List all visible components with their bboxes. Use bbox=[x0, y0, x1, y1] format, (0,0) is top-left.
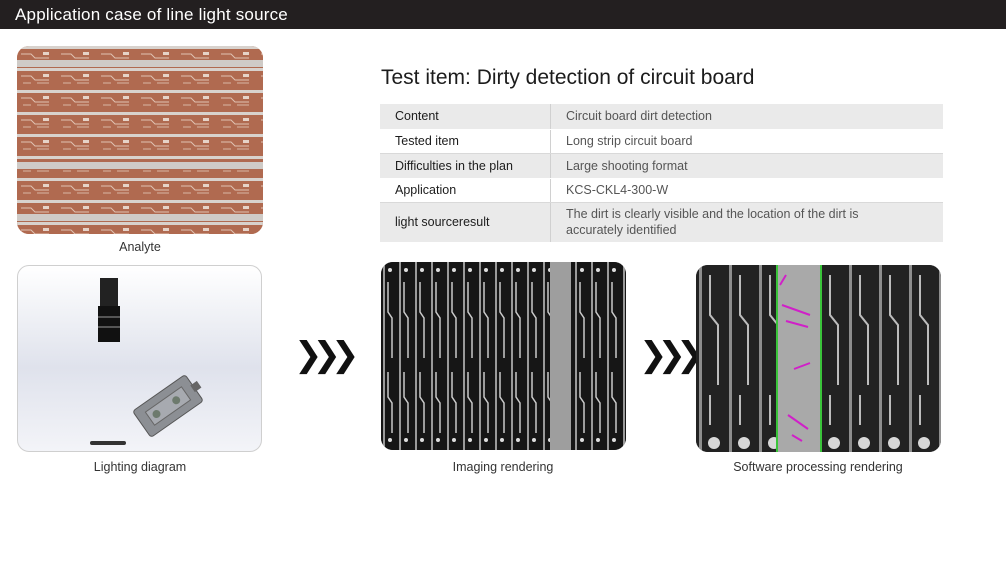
row-key: Application bbox=[380, 178, 551, 203]
circuit-board-image bbox=[17, 46, 263, 234]
row-value: Large shooting format bbox=[550, 153, 943, 179]
chevron-right-icon: ❯❯❯ bbox=[294, 335, 360, 375]
row-value: The dirt is clearly visible and the loca… bbox=[550, 202, 943, 243]
table-row: Application KCS-CKL4-300-W bbox=[380, 178, 943, 203]
test-item-title: Test item: Dirty detection of circuit bo… bbox=[381, 66, 755, 89]
software-caption: Software processing rendering bbox=[733, 460, 903, 474]
table-row: light sourceresult The dirt is clearly v… bbox=[380, 202, 943, 243]
row-key: Difficulties in the plan bbox=[380, 153, 551, 179]
lighting-caption: Lighting diagram bbox=[93, 460, 187, 474]
page-title: Application case of line light source bbox=[15, 5, 288, 24]
table-row: Tested item Long strip circuit board bbox=[380, 129, 943, 154]
row-key: Tested item bbox=[380, 129, 551, 154]
row-value: KCS-CKL4-300-W bbox=[550, 178, 943, 203]
imaging-rendering bbox=[381, 262, 626, 450]
lighting-diagram bbox=[17, 265, 262, 452]
test-spec-table: Content Circuit board dirt detection Tes… bbox=[380, 104, 943, 243]
row-key: Content bbox=[380, 104, 551, 130]
imaging-rendering-image bbox=[381, 262, 626, 450]
software-processing-rendering bbox=[696, 265, 941, 452]
row-key: light sourceresult bbox=[380, 202, 551, 243]
imaging-caption: Imaging rendering bbox=[452, 460, 554, 474]
software-rendering-image bbox=[696, 265, 941, 452]
page-header: Application case of line light source bbox=[0, 0, 1006, 29]
lighting-setup-illustration bbox=[90, 278, 203, 445]
row-value: Circuit board dirt detection bbox=[550, 104, 943, 130]
analyte-photo bbox=[17, 46, 263, 234]
row-value: Long strip circuit board bbox=[550, 129, 943, 154]
chevron-right-icon: ❯❯❯ bbox=[639, 335, 705, 375]
table-row: Difficulties in the plan Large shooting … bbox=[380, 153, 943, 179]
analyte-caption: Analyte bbox=[119, 240, 161, 254]
table-row: Content Circuit board dirt detection bbox=[380, 104, 943, 130]
